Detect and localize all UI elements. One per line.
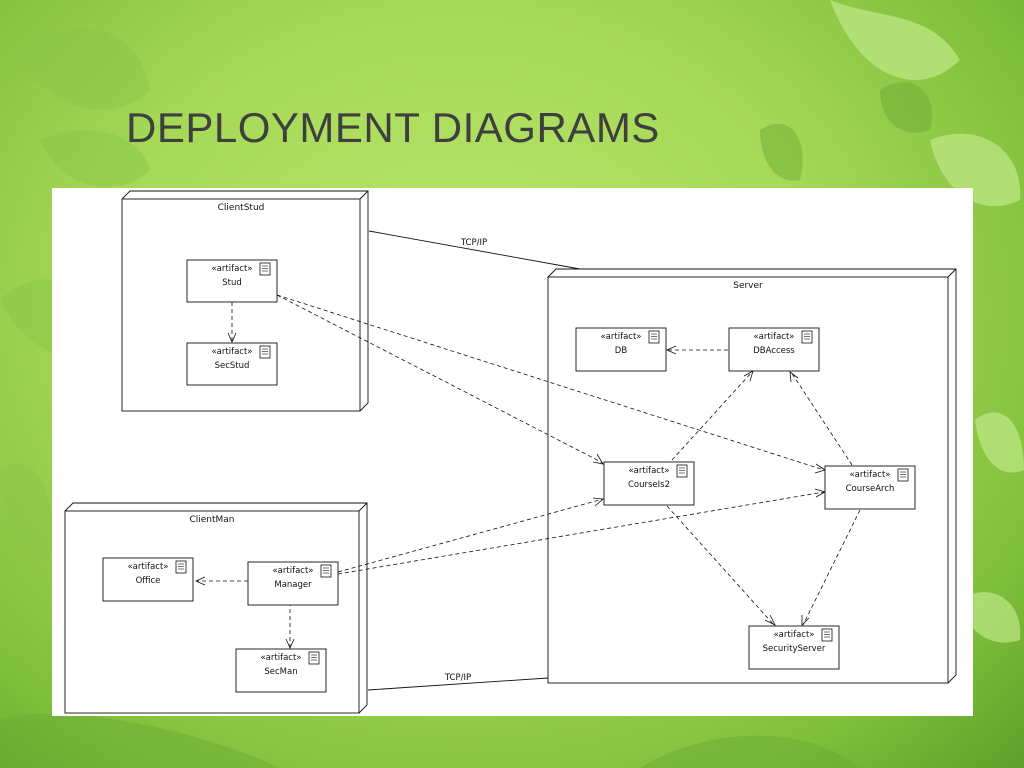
artifact-security-server[interactable]: «artifact» SecurityServer (748, 625, 840, 670)
artifact-db[interactable]: «artifact» DB (575, 327, 667, 372)
artifact-office[interactable]: «artifact» Office (102, 557, 194, 602)
artifact-courses2[interactable]: «artifact» CourseIs2 (603, 461, 695, 506)
tcpip-label-bottom: TCP/IP (444, 673, 471, 683)
artifact-icon (259, 262, 271, 276)
artifact-db-access-stereotype: «artifact» (753, 332, 794, 342)
node-label-client-stud: ClientStud (218, 203, 265, 213)
artifact-icon (676, 464, 688, 478)
artifact-icon (821, 628, 833, 642)
artifact-stud-name: Stud (222, 278, 242, 288)
artifact-courses2-stereotype: «artifact» (628, 466, 669, 476)
tcpip-link-bottom (367, 677, 549, 691)
node-label-server: Server (733, 281, 763, 291)
artifact-sec-man-name: SecMan (264, 667, 297, 677)
artifact-db-name: DB (615, 346, 628, 356)
tcpip-link-top (368, 230, 581, 270)
deployment-diagram: ClientStud ClientMan Server TCP/IP TCP/I… (52, 188, 973, 716)
artifact-db-access[interactable]: «artifact» DBAccess (728, 327, 820, 372)
artifact-icon (175, 560, 187, 574)
artifact-sec-man[interactable]: «artifact» SecMan (235, 648, 327, 693)
artifact-office-name: Office (136, 576, 161, 586)
artifact-sec-stud[interactable]: «artifact» SecStud (186, 342, 278, 386)
artifact-course-arch[interactable]: «artifact» CourseArch (824, 465, 916, 510)
artifact-manager[interactable]: «artifact» Manager (247, 561, 339, 606)
artifact-sec-man-stereotype: «artifact» (260, 653, 301, 663)
artifact-db-stereotype: «artifact» (600, 332, 641, 342)
artifact-stud[interactable]: «artifact» Stud (186, 259, 278, 303)
artifact-icon (259, 345, 271, 359)
artifact-course-arch-name: CourseArch (846, 484, 895, 494)
artifact-icon (897, 468, 909, 482)
artifact-icon (801, 330, 813, 344)
artifact-courses2-name: CourseIs2 (628, 480, 670, 490)
slide-title: DEPLOYMENT DIAGRAMS (126, 104, 660, 151)
dependency-arrows (197, 294, 861, 647)
diagram-canvas: ClientStud ClientMan Server TCP/IP TCP/I… (64, 190, 957, 714)
tcpip-label-top: TCP/IP (460, 238, 487, 248)
artifact-db-access-name: DBAccess (753, 346, 795, 356)
artifact-sec-stud-stereotype: «artifact» (211, 347, 252, 357)
artifact-manager-stereotype: «artifact» (272, 566, 313, 576)
artifact-sec-stud-name: SecStud (215, 361, 250, 371)
artifact-icon (648, 330, 660, 344)
artifact-office-stereotype: «artifact» (127, 562, 168, 572)
artifact-icon (308, 651, 320, 665)
artifact-security-server-name: SecurityServer (763, 644, 826, 654)
artifact-course-arch-stereotype: «artifact» (849, 470, 890, 480)
artifact-security-server-stereotype: «artifact» (773, 630, 814, 640)
artifact-icon (320, 564, 332, 578)
node-label-client-man: ClientMan (189, 515, 234, 525)
artifact-manager-name: Manager (274, 580, 312, 590)
artifact-stud-stereotype: «artifact» (211, 264, 252, 274)
